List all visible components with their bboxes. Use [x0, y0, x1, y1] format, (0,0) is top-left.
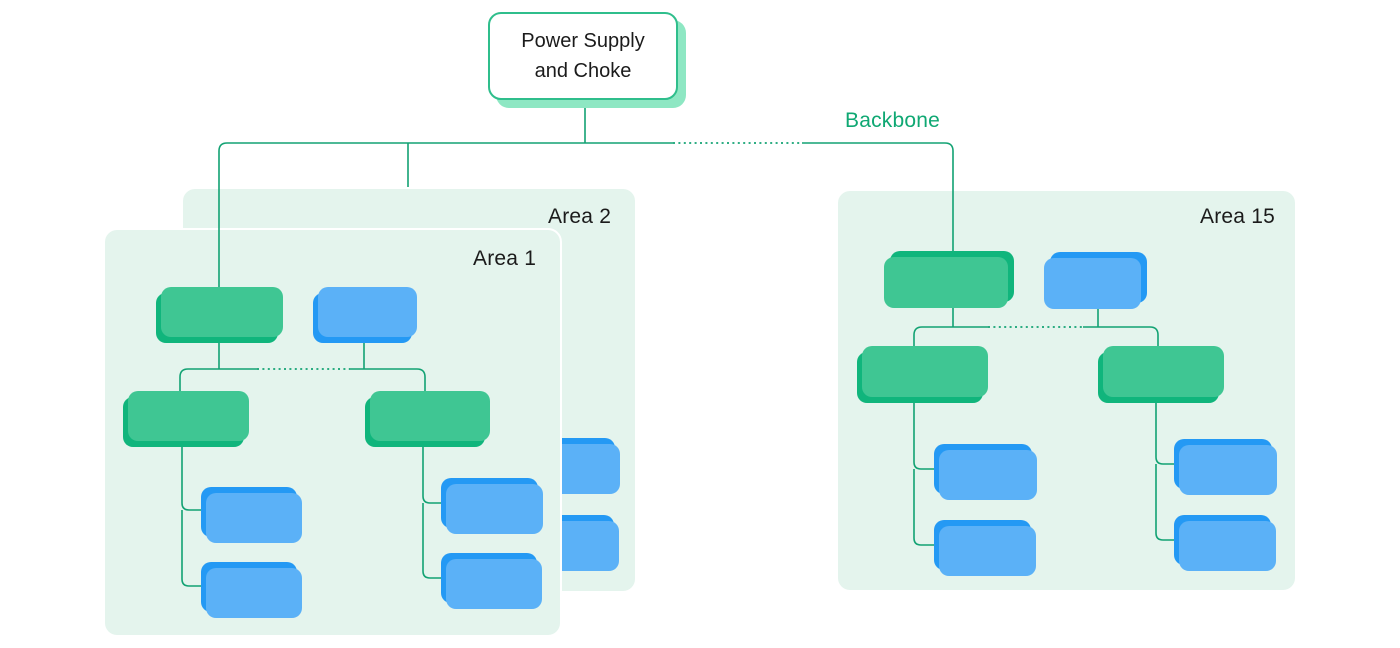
blue-node	[313, 293, 412, 343]
blue-node	[1174, 515, 1271, 565]
blue-node	[441, 478, 538, 528]
blue-node	[934, 444, 1032, 494]
power-supply-box: Power Supply and Choke	[488, 12, 678, 100]
blue-node	[934, 520, 1031, 570]
green-node	[123, 397, 244, 447]
area-15-label: Area 15	[1200, 205, 1275, 228]
area-2-label: Area 2	[548, 205, 612, 228]
title-line-1: Power Supply	[521, 30, 645, 52]
blue-node	[1050, 252, 1147, 303]
green-node	[1098, 352, 1219, 403]
title-line-2: and Choke	[534, 60, 632, 82]
green-node	[890, 251, 1014, 302]
blue-node	[201, 562, 297, 612]
blue-node	[441, 553, 537, 603]
green-node	[857, 352, 983, 403]
green-node	[156, 293, 278, 343]
blue-node	[201, 487, 297, 537]
area-1-label: Area 1	[473, 247, 537, 270]
backbone-label: Backbone	[845, 109, 941, 132]
green-node	[365, 397, 485, 447]
blue-node	[1174, 439, 1272, 489]
